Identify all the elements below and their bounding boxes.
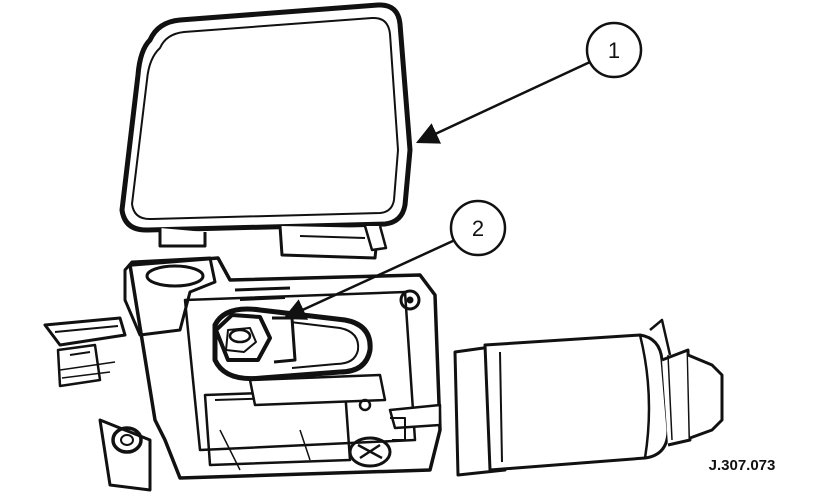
callout-1: 1 [415, 21, 643, 144]
wiper-motor [453, 318, 724, 477]
callout-1-label: 1 [608, 38, 620, 63]
callout-2-circle [449, 199, 507, 257]
callout-1-circle [585, 21, 643, 79]
callout-2: 2 [282, 199, 507, 320]
cover-part [119, 2, 413, 260]
reference-code: J.307.073 [709, 457, 776, 474]
callout-2-label: 2 [472, 216, 484, 241]
nut-link-arm [212, 306, 373, 382]
